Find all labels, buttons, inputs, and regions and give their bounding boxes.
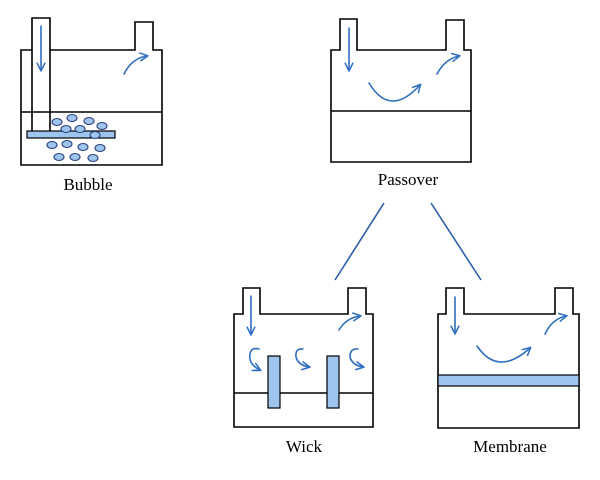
membrane-chamber-outline [437, 287, 580, 429]
wick-curl-arrow-3 [349, 348, 365, 371]
bubble-humidifier: Bubble [20, 17, 163, 194]
wick-chamber-outline [233, 287, 374, 428]
wick-humidifier: Wick [233, 287, 374, 456]
passover-outlet-arrow [436, 52, 461, 75]
bubble [46, 140, 58, 150]
membrane-humidifier: Membrane [437, 287, 580, 456]
connector-line-to-membrane [430, 202, 482, 281]
bubble-cluster [46, 113, 108, 163]
wick-label: Wick [286, 437, 323, 456]
bubble [51, 117, 63, 127]
wick-strip-left [267, 355, 281, 409]
bubble-outlet-arrow [123, 52, 149, 75]
bubble-chamber-outline [20, 17, 163, 166]
wick-curl-arrow-1 [248, 347, 262, 372]
passover-chamber-outline [330, 18, 472, 163]
wick-curl-arrow-2 [295, 348, 311, 371]
membrane-label: Membrane [473, 437, 547, 456]
bubble [60, 124, 72, 134]
membrane-sheet [437, 374, 580, 387]
bubble-diffuser-bar [26, 130, 116, 139]
bubble [94, 143, 106, 153]
wick-strip-right [326, 355, 340, 409]
membrane-flow-arrow [476, 345, 532, 363]
bubble [74, 124, 86, 134]
bubble [77, 142, 89, 152]
bubble [66, 113, 78, 123]
bubble [87, 153, 99, 163]
bubble [53, 152, 65, 162]
connector-line-to-wick [334, 202, 385, 281]
bubble-label: Bubble [63, 175, 112, 194]
bubble [89, 130, 101, 140]
bubble [61, 139, 73, 149]
bubble [96, 121, 108, 131]
wick-outlet-arrow [338, 312, 362, 331]
membrane-outlet-arrow [544, 312, 568, 335]
passover-flow-arrow [368, 82, 422, 102]
passover-label: Passover [378, 170, 439, 189]
bubble [69, 152, 81, 162]
bubble [83, 116, 95, 126]
passover-humidifier: Passover [330, 18, 472, 189]
